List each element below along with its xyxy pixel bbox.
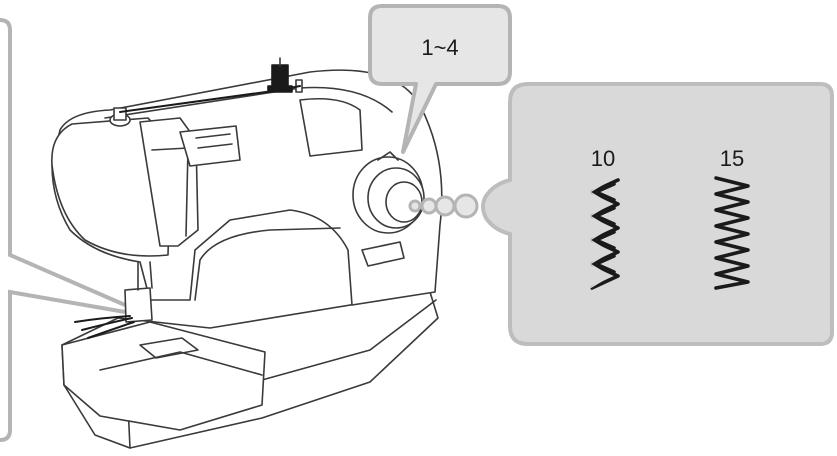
zigzag-stitch-icon: [714, 176, 750, 290]
stitch-number-15: 15: [720, 146, 744, 171]
stitch-panel: 10 15: [481, 82, 834, 346]
machine-head-front: [51, 117, 171, 257]
stitch-number-10: 10: [591, 146, 615, 171]
left-callout-frame: [0, 18, 126, 442]
extension-table: [61, 321, 266, 431]
callout-top-label: 1~4: [421, 35, 458, 60]
sewing-machine-illustration: [51, 57, 443, 449]
connector-bubbles: [408, 193, 479, 219]
top-callout: 1~4: [368, 4, 512, 154]
triple-zigzag-stitch-icon: [589, 178, 620, 290]
